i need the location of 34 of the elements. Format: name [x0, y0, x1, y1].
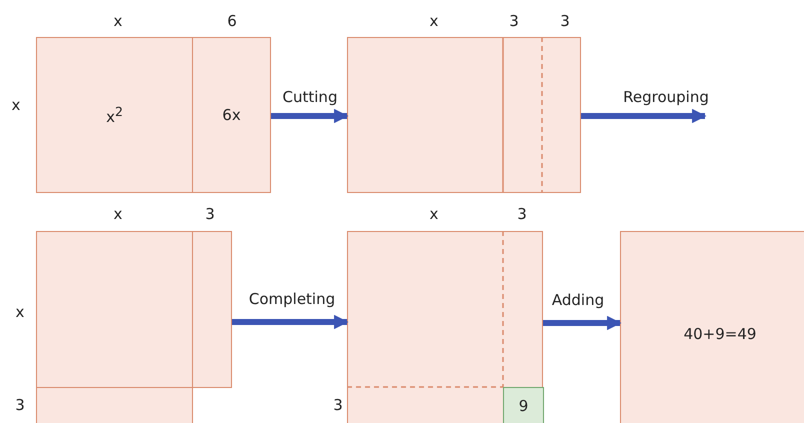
- completing-square: [503, 387, 544, 423]
- area-label: 40+9=49: [684, 325, 756, 343]
- area-rectangle: [36, 231, 193, 388]
- dimension-label: 3: [560, 12, 570, 30]
- area-rectangle: [192, 231, 232, 388]
- area-rectangle: [347, 37, 581, 193]
- edge-label: Cutting: [282, 88, 338, 106]
- area-rectangle: [620, 231, 804, 423]
- dimension-label: x: [430, 12, 438, 30]
- arrow: [232, 314, 348, 330]
- dimension-label: 3: [205, 205, 215, 223]
- dimension-label: x: [114, 205, 122, 223]
- dimension-label: x: [430, 205, 438, 223]
- arrow: [581, 108, 706, 124]
- dimension-label: x: [114, 12, 122, 30]
- area-label: 9: [518, 396, 528, 414]
- edge-label: Adding: [550, 291, 606, 309]
- dimension-label: 3: [517, 205, 527, 223]
- area-rectangle: [347, 231, 543, 423]
- edge-label: Regrouping: [622, 88, 710, 106]
- area-rectangle: [192, 37, 271, 193]
- area-rectangle: [36, 37, 193, 193]
- dimension-label: 3: [333, 396, 343, 414]
- arrow: [271, 108, 348, 124]
- area-label: x$^{2}$: [106, 104, 123, 126]
- edge-label: Completing: [248, 290, 336, 308]
- arrow: [543, 316, 622, 330]
- dimension-label: 3: [15, 396, 25, 414]
- dimension-label: 3: [509, 12, 519, 30]
- dimension-label: x: [16, 303, 24, 321]
- area-label: 6x: [222, 106, 241, 124]
- area-rectangle: [36, 387, 193, 423]
- dimension-label: x: [12, 96, 20, 114]
- dimension-label: 6: [227, 12, 237, 30]
